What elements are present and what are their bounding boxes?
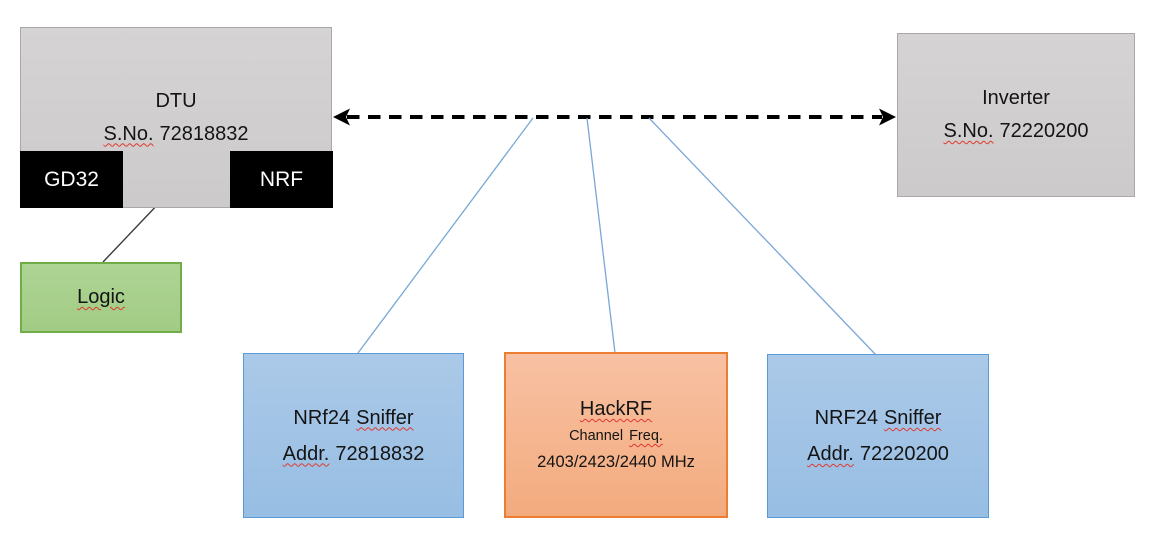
sniffer1-box: NRf24 Sniffer Addr. 72818832 (243, 353, 464, 518)
sniffer2-addr-line: Addr. 72220200 (807, 436, 949, 472)
sniffer1-device: NRf24 (293, 406, 351, 429)
sniffer1-title-line: NRf24 Sniffer (293, 400, 413, 436)
inverter-serial-line: S.No. 72220200 (943, 115, 1088, 148)
hackrf-frequencies: 2403/2423/2440 MHz (537, 453, 695, 471)
sniffer2-title-line: NRF24 Sniffer (815, 400, 942, 436)
sniffer2-addr-label: Addr. (807, 443, 854, 465)
dtu-title: DTU (155, 89, 197, 112)
logic-label: Logic (77, 286, 125, 308)
sniffer1-role: Sniffer (356, 406, 414, 429)
dtu-serial-number: 72818832 (159, 122, 249, 145)
inverter-box: Inverter S.No. 72220200 (897, 33, 1135, 197)
sniffer2-box: NRF24 Sniffer Addr. 72220200 (767, 354, 989, 518)
hackrf-title: HackRF (579, 398, 653, 420)
sniffer2-device: NRF24 (814, 407, 878, 429)
dtu-serial-label: S.No. (103, 122, 154, 145)
sniffer2-role: Sniffer (883, 407, 942, 429)
hackrf-subtitle-word2: Freq. (629, 428, 663, 444)
nrf-chip-label: NRF (259, 167, 304, 191)
sniffer2-connector-line (648, 117, 877, 356)
hackrf-connector-line (586, 117, 616, 354)
inverter-title: Inverter (982, 87, 1050, 109)
gd32-chip-label: GD32 (44, 167, 99, 191)
sniffer1-addr-number: 72818832 (335, 442, 425, 465)
inverter-serial-label: S.No. (943, 120, 994, 142)
inverter-serial-number: 72220200 (999, 120, 1089, 142)
dtu-inverter-dashed-arrow (333, 108, 896, 126)
sniffer1-addr-label: Addr. (282, 442, 330, 465)
hackrf-subtitle: Channel Freq. (569, 424, 663, 449)
hackrf-subtitle-word1: Channel (569, 428, 624, 444)
sniffer1-addr-line: Addr. 72818832 (283, 436, 425, 472)
hackrf-box: HackRF Channel Freq. 2403/2423/2440 MHz (504, 352, 728, 518)
sniffer1-connector-line (357, 117, 534, 354)
logic-box: Logic (20, 262, 182, 333)
sniffer2-addr-number: 72220200 (859, 443, 949, 465)
gd32-chip: GD32 (20, 151, 123, 208)
dtu-serial-line: S.No. 72818832 (103, 118, 248, 151)
nrf-chip: NRF (230, 151, 333, 208)
